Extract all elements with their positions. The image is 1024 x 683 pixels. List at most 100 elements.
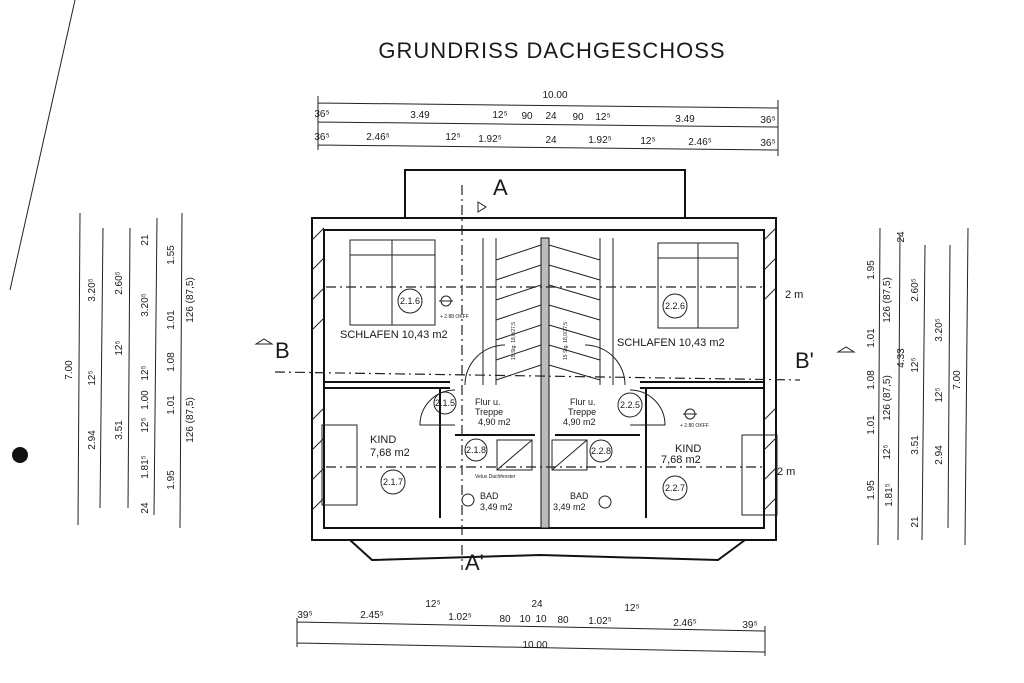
dimension-label: 3.20⁵ — [87, 278, 98, 302]
dimension-label: 1.01 — [866, 415, 877, 435]
dimension-label: 12⁵ — [624, 603, 639, 614]
room-label-line2: Treppe — [568, 407, 596, 417]
dimension-label: 1.02⁵ — [588, 616, 612, 627]
dimension-label: 1.95 — [866, 260, 877, 280]
room-schlafen-right: SCHLAFEN 10,43 m2 2.2.6 — [617, 293, 725, 349]
section-arrow-b-left-icon — [254, 338, 274, 345]
scan-edge-line — [9, 0, 76, 291]
top-dimension-lines — [317, 96, 779, 156]
room-kind-left: KIND 7,68 m2 2.1.7 — [370, 434, 410, 495]
dimension-label: 24 — [531, 599, 543, 610]
bottom-dimension-lines — [296, 618, 766, 656]
dimension-label: 36⁵ — [760, 138, 775, 149]
room-bad-left: BAD 3,49 m2 2.1.8 — [464, 438, 513, 512]
dimension-label: 24 — [545, 135, 557, 146]
dimension-label: 1.92⁵ — [478, 134, 502, 145]
dimension-label: 2.46⁵ — [366, 132, 390, 143]
dimension-label: 3.49 — [410, 110, 430, 121]
dimension-label: 12⁵ — [910, 357, 921, 372]
ceiling-light-icon — [439, 295, 453, 307]
dimension-label: 80 — [557, 615, 569, 626]
dimension-label: 3.49 — [675, 114, 695, 125]
room-label: KIND — [675, 443, 701, 455]
toilet-icon — [461, 493, 475, 507]
toilet-icon — [598, 495, 612, 509]
room-area: 4,90 m2 — [563, 417, 596, 427]
dimension-label: 1.81⁵ — [884, 483, 895, 507]
dimension-label: 1.01 — [866, 328, 877, 348]
dimension-label: 10 — [519, 614, 531, 625]
dimension-label: 1.81⁵ — [140, 455, 151, 479]
section-arrow-a-top-icon — [477, 201, 487, 213]
room-label: SCHLAFEN 10,43 m2 — [340, 329, 448, 341]
dimension-label: 12⁵ — [140, 417, 151, 432]
room-label: KIND — [370, 434, 396, 446]
room-schlafen-left: SCHLAFEN 10,43 m2 2.1.6 — [340, 288, 448, 341]
room-label: BAD — [480, 491, 499, 501]
dimension-label: 126 (87,5) — [882, 375, 893, 421]
drawing-title: GRUNDRISS DACHGESCHOSS — [378, 38, 725, 63]
dimension-label: 36⁵ — [760, 115, 775, 126]
dimension-label: 126 (87,5) — [185, 397, 196, 443]
dimension-label: 3.51 — [910, 435, 921, 455]
dimension-label: 21 — [910, 516, 921, 528]
dimension-label: 2.94 — [87, 430, 98, 450]
stair-right-label: 15 Stg. 18,0/27,5 — [563, 322, 569, 360]
dimension-label: 2.45⁵ — [360, 610, 384, 621]
ceiling-light-icon — [683, 408, 697, 420]
dimension-label: 4.33 — [896, 348, 907, 368]
dimension-label: 3.51 — [114, 420, 125, 440]
dachfenster-label: Velux Dachfenster — [475, 474, 516, 480]
room-area: 3,49 m2 — [553, 502, 586, 512]
room-number: 2.1.7 — [383, 477, 403, 487]
dimension-label: 1.01 — [166, 395, 177, 415]
room-label-line1: Flur u. — [475, 397, 501, 407]
okff-left-label: + 2.88 OKFF — [440, 314, 469, 320]
room-area: 4,90 m2 — [478, 417, 511, 427]
dimension-label: 10 — [535, 614, 547, 625]
dimension-label: 12⁵ — [640, 136, 655, 147]
dimension-label: 2.46⁵ — [673, 618, 697, 629]
dimension-label: 12⁵ — [934, 387, 945, 402]
dimension-label: 24 — [545, 111, 557, 122]
dimension-label: 2.46⁵ — [688, 137, 712, 148]
room-kind-right: KIND 7,68 m2 2.2.7 — [661, 443, 701, 501]
dimension-label: 12⁵ — [425, 599, 440, 610]
room-flur-right: Flur u. Treppe 4,90 m2 2.2.5 — [563, 392, 643, 427]
room-flur-left: Flur u. Treppe 4,90 m2 2.1.5 — [433, 391, 511, 427]
room-number: 2.2.7 — [665, 483, 685, 493]
dimension-label: 12⁵ — [445, 132, 460, 143]
height-marker-top: 2 m — [785, 289, 803, 301]
dimension-label: 39⁵ — [742, 620, 757, 631]
height-marker-bottom: 2 m — [777, 466, 795, 478]
room-bad-right: BAD 3,49 m2 2.2.8 — [553, 439, 613, 512]
section-marker-a-top: A — [493, 175, 508, 200]
section-marker-b-left: B — [275, 338, 290, 363]
punch-hole-mark — [12, 447, 28, 463]
room-number: 2.1.8 — [466, 445, 486, 455]
dimension-label: 1.95 — [166, 470, 177, 490]
dimension-label: 12⁵ — [882, 444, 893, 459]
room-area: 7,68 m2 — [661, 454, 701, 466]
dimension-label: 90 — [572, 112, 584, 123]
room-area: 3,49 m2 — [480, 502, 513, 512]
dimension-label: 90 — [521, 111, 533, 122]
dimension-label: 1.92⁵ — [588, 135, 612, 146]
dimension-label: 12⁵ — [114, 340, 125, 355]
dimension-label: 3.20⁵ — [140, 293, 151, 317]
room-area: 7,68 m2 — [370, 447, 410, 459]
dimension-label: 1.08 — [866, 370, 877, 390]
dimension-label: 24 — [140, 502, 151, 514]
dimension-label: 126 (87,5) — [882, 277, 893, 323]
room-number: 2.1.6 — [400, 296, 420, 306]
dimension-label: 1.08 — [166, 352, 177, 372]
dimension-label: 126 (87,5) — [185, 277, 196, 323]
dimension-label: 12⁵ — [492, 110, 507, 121]
dimension-label: 3.20⁵ — [934, 318, 945, 342]
dimension-label-total: 7.00 — [64, 360, 75, 380]
dimension-label: 12⁵ — [595, 112, 610, 123]
